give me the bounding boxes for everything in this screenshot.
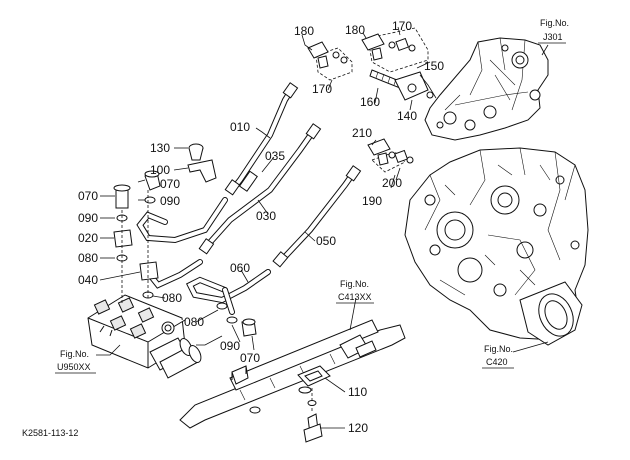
fig-ref-c420: Fig.No. C420: [482, 344, 514, 369]
callout-110: 110: [348, 385, 367, 399]
callout-180-left: 180: [294, 24, 314, 38]
callout-020: 020: [78, 231, 98, 245]
callout-070-a: 070: [160, 177, 180, 191]
fig-ref-label: Fig.No.: [540, 18, 569, 28]
callout-080-a: 080: [78, 251, 98, 265]
fig-ref-label: Fig.No.: [60, 349, 89, 359]
frame-rail-drawing: [179, 319, 406, 443]
callout-070-c: 070: [240, 351, 260, 365]
fig-ref-code: C420: [486, 357, 508, 367]
callout-040: 040: [78, 273, 98, 287]
callout-090-c: 090: [220, 339, 240, 353]
fig-ref-code: U950XX: [57, 362, 91, 372]
valve-block-drawing: [87, 294, 202, 379]
upper-housing-drawing: [424, 37, 549, 141]
callouts: 180 180 170 170 150 160 140 010 035 210 …: [78, 19, 444, 435]
callout-160: 160: [360, 95, 380, 109]
fig-ref-label: Fig.No.: [340, 279, 369, 289]
callout-080-c: 080: [184, 315, 204, 329]
fig-ref-label: Fig.No.: [484, 344, 513, 354]
callout-190: 190: [362, 194, 382, 208]
callout-035: 035: [265, 149, 285, 163]
callout-170-mid: 170: [312, 82, 332, 96]
drawing-code: K2581-113-12: [22, 428, 78, 438]
callout-210: 210: [352, 126, 372, 140]
callout-060: 060: [230, 261, 250, 275]
left-small-parts-drawing: [113, 143, 257, 337]
callout-170-top: 170: [392, 19, 412, 33]
fig-ref-code: C413XX: [338, 292, 372, 302]
fig-ref-u950xx: Fig.No. U950XX: [55, 349, 96, 374]
fig-ref-code: J301: [543, 32, 563, 42]
callout-050: 050: [316, 234, 336, 248]
callout-100: 100: [150, 163, 170, 177]
callout-120: 120: [348, 421, 368, 435]
callout-140: 140: [397, 109, 417, 123]
callout-150: 150: [424, 59, 444, 73]
fig-ref-c413xx: Fig.No. C413XX: [336, 279, 374, 304]
leader-lines: [96, 26, 549, 429]
callout-030: 030: [256, 209, 276, 223]
callout-180-right: 180: [345, 23, 365, 37]
callout-010: 010: [230, 120, 250, 134]
callout-080-b: 080: [162, 291, 182, 305]
callout-070-b: 070: [78, 189, 98, 203]
callout-200: 200: [382, 176, 402, 190]
main-housing-drawing: [404, 147, 589, 346]
callout-130: 130: [150, 141, 170, 155]
callout-090-a: 090: [160, 194, 180, 208]
fig-ref-j301: Fig.No. J301: [538, 18, 569, 44]
callout-090-b: 090: [78, 211, 98, 225]
